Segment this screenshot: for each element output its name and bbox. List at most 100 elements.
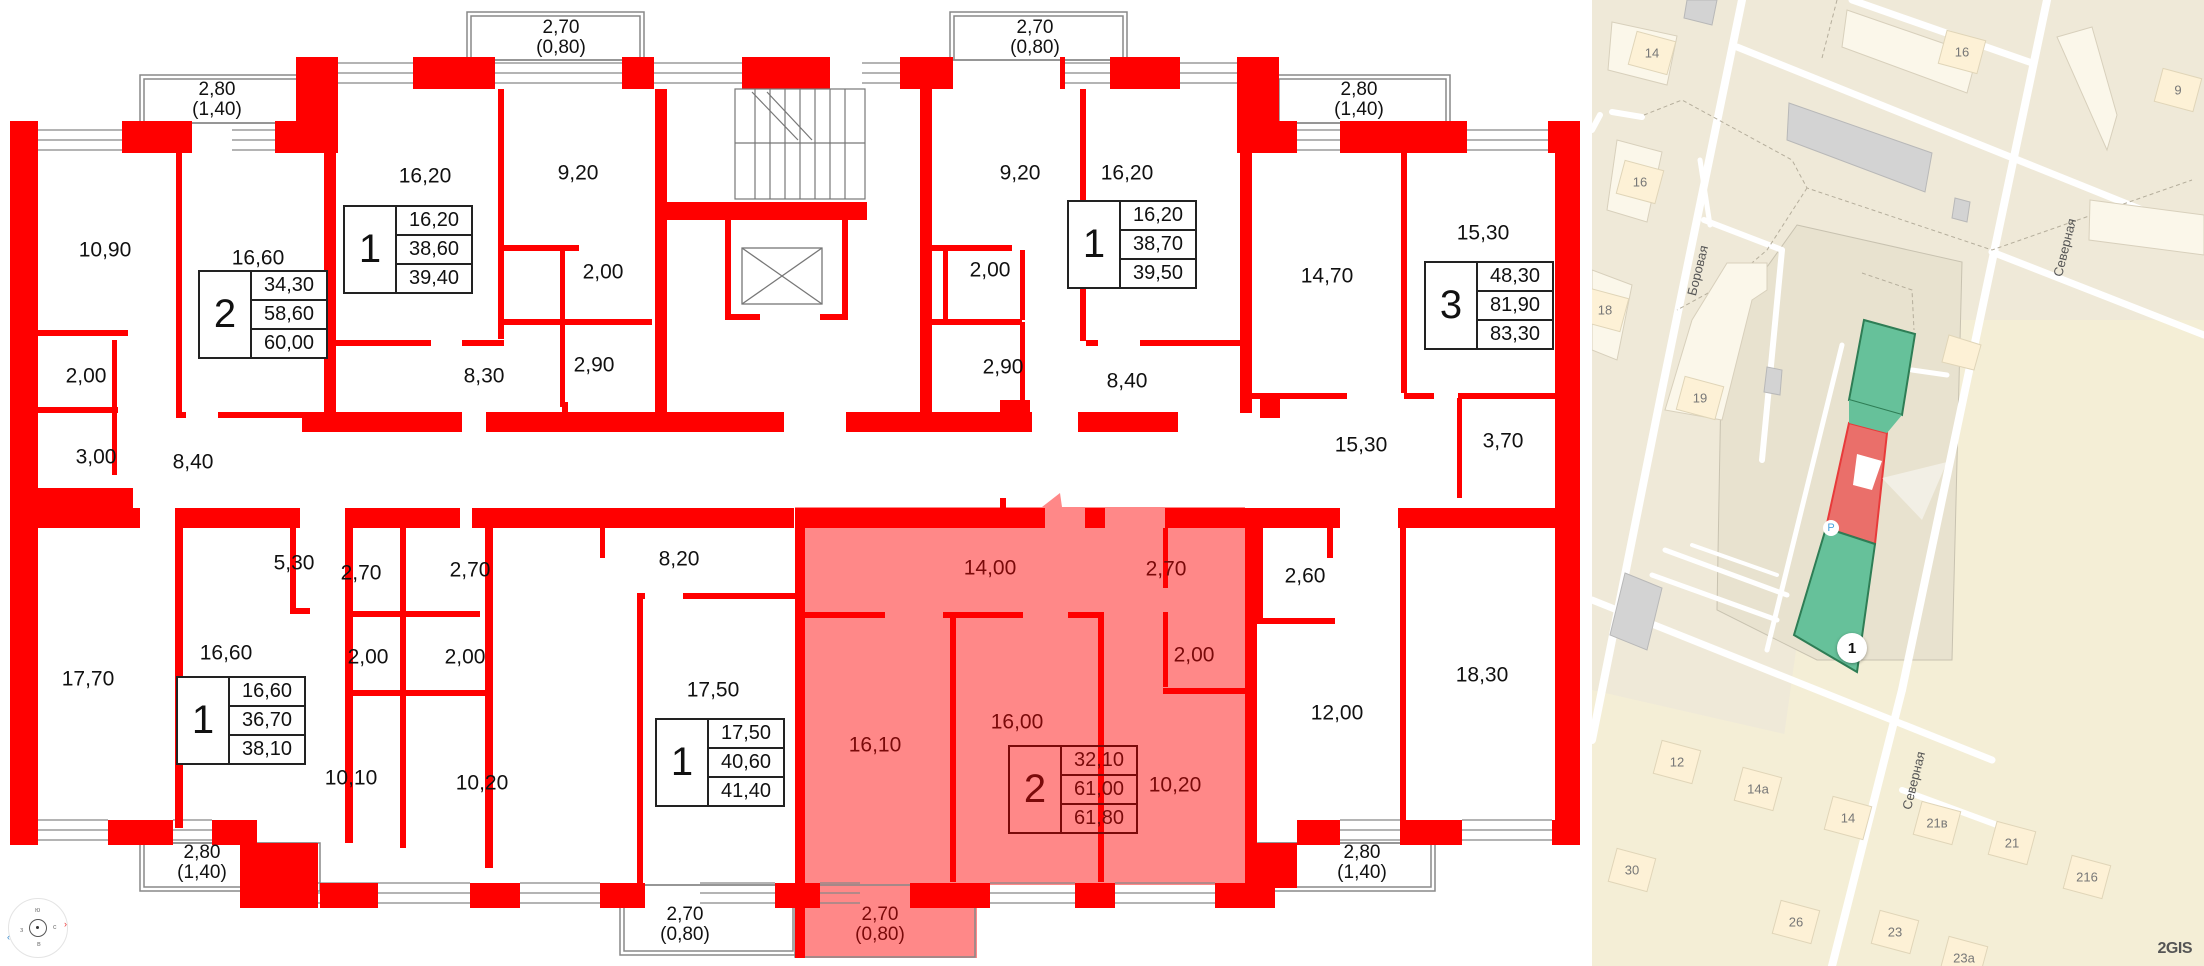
- map-brand-logo[interactable]: 2GIS: [2157, 940, 2193, 957]
- apartment-card-selected[interactable]: 2 32,10 61,00 61,80: [1008, 745, 1138, 834]
- total-area-with-balcony: 61,80: [1073, 807, 1125, 829]
- compass-center: [36, 926, 39, 929]
- staircase[interactable]: [734, 88, 866, 200]
- room-count: 2: [1010, 747, 1062, 832]
- balcony-area-label: 2,70(0,80): [536, 18, 586, 58]
- house-number-label[interactable]: 14: [1644, 45, 1660, 61]
- room-area-label: 16,60: [231, 246, 285, 270]
- house-number-label[interactable]: 23а: [1953, 950, 1975, 966]
- elevator-shaft: [741, 247, 823, 305]
- house-block: [1939, 935, 1989, 966]
- floor-plan-walls: [10, 11, 1580, 958]
- selected-apartment-overlay[interactable]: [795, 493, 1245, 958]
- house-number-label[interactable]: 30: [1624, 862, 1640, 878]
- balcony-glazed-area: (0,80): [1010, 37, 1060, 58]
- room-area-label: 8,20: [658, 547, 700, 571]
- total-area: 61,00: [1062, 776, 1136, 805]
- balcony-glazed-area: (0,80): [660, 924, 710, 945]
- room-area-label: 14,70: [1300, 264, 1354, 288]
- compass-label: ю: [35, 907, 41, 914]
- house-block: [1733, 766, 1783, 812]
- house-block: [1615, 159, 1665, 205]
- total-area: 40,60: [709, 749, 783, 778]
- balcony-glazed-area: (0,80): [855, 924, 905, 945]
- house-number-label[interactable]: 26: [1788, 914, 1804, 930]
- balcony-area-label: 2,70(0,80): [855, 905, 905, 945]
- balcony-glazed-area: (1,40): [192, 99, 242, 120]
- balcony-area: 2,70: [666, 904, 704, 926]
- room-area-label: 12,00: [1310, 701, 1364, 725]
- parking-icon[interactable]: P: [1823, 520, 1839, 536]
- house-number-label[interactable]: 9: [2174, 82, 2182, 98]
- house-block: [1987, 820, 2037, 866]
- apartment-card[interactable]: 3 48,30 81,90 83,30: [1424, 261, 1554, 350]
- balcony-area: 2,70: [1016, 17, 1054, 39]
- total-area: 36,70: [230, 707, 304, 736]
- balcony-area-label: 2,80(1,40): [192, 80, 242, 120]
- room-area-label: 16,60: [199, 641, 253, 665]
- compass-arrow-blue-icon: ‹: [7, 932, 10, 942]
- house-number-label[interactable]: 216: [2076, 869, 2098, 885]
- apartment-card[interactable]: 2 34,30 58,60 60,00: [198, 270, 328, 359]
- building-pin[interactable]: 1: [1837, 633, 1867, 663]
- house-block: [2062, 854, 2112, 900]
- room-area-label: 2,60: [1284, 564, 1326, 588]
- house-number-label[interactable]: 16: [1954, 44, 1970, 60]
- living-area: 48,30: [1478, 263, 1552, 292]
- balcony-area: 2,80: [198, 79, 236, 101]
- room-count: 2: [200, 272, 252, 357]
- house-number-label[interactable]: 23: [1887, 924, 1903, 940]
- room-area-label: 16,10: [848, 733, 902, 757]
- map-canvas: [1592, 0, 2204, 966]
- house-number-label[interactable]: 14а: [1747, 781, 1769, 797]
- house-block: [2153, 67, 2203, 113]
- house-block: [1771, 899, 1821, 945]
- living-area: 32,10: [1062, 747, 1136, 776]
- total-area: 58,60: [252, 301, 326, 330]
- living-area: 16,60: [230, 678, 304, 707]
- balcony-glazed-area: (1,40): [1334, 99, 1384, 120]
- room-count: 3: [1426, 263, 1478, 348]
- compass-rose[interactable]: ю с з в › ‹: [7, 898, 68, 958]
- windows: [34, 62, 1552, 904]
- room-area-label: 10,20: [1148, 773, 1202, 797]
- room-count: 1: [1069, 202, 1121, 287]
- house-number-label[interactable]: 12: [1669, 754, 1685, 770]
- house-number-label[interactable]: 21в: [1926, 815, 1948, 831]
- room-area-label: 9,20: [999, 161, 1041, 185]
- room-area-label: 2,90: [573, 353, 615, 377]
- apartment-card[interactable]: 1 16,60 36,70 38,10: [176, 676, 306, 765]
- room-area-label: 2,00: [444, 645, 486, 669]
- compass-arrow-red-icon: ›: [64, 919, 67, 929]
- room-area-label: 2,70: [449, 558, 491, 582]
- house-number-label[interactable]: 16: [1632, 174, 1648, 190]
- house-number-label[interactable]: 21: [2004, 835, 2020, 851]
- room-area-label: 16,20: [398, 164, 452, 188]
- room-area-label: 2,00: [969, 258, 1011, 282]
- room-area-label: 18,30: [1455, 663, 1509, 687]
- apartment-card[interactable]: 1 16,20 38,70 39,50: [1067, 200, 1197, 289]
- house-number-label[interactable]: 19: [1692, 390, 1708, 406]
- living-area: 17,50: [709, 720, 783, 749]
- apartment-card[interactable]: 1 16,20 38,60 39,40: [343, 205, 473, 294]
- balcony-glazed-area: (1,40): [177, 862, 227, 883]
- house-block: [1592, 287, 1630, 333]
- house-block: [1870, 909, 1920, 955]
- house-number-label[interactable]: 14: [1840, 810, 1856, 826]
- compass-label: з: [20, 927, 24, 934]
- house-block: [1607, 847, 1657, 893]
- house-number-label[interactable]: 18: [1597, 302, 1613, 318]
- room-area-label: 3,70: [1482, 429, 1524, 453]
- room-area-label: 15,30: [1334, 433, 1388, 457]
- room-count: 1: [657, 720, 709, 805]
- living-area: 34,30: [252, 272, 326, 301]
- balcony-area-label: 2,80(1,40): [177, 843, 227, 883]
- balcony-area: 2,80: [183, 842, 221, 864]
- room-area-label: 8,40: [172, 450, 214, 474]
- apartment-card[interactable]: 1 17,50 40,60 41,40: [655, 718, 785, 807]
- balcony-area: 2,80: [1343, 842, 1381, 864]
- balcony-area-label: 2,70(0,80): [1010, 18, 1060, 58]
- room-area-label: 2,00: [65, 364, 107, 388]
